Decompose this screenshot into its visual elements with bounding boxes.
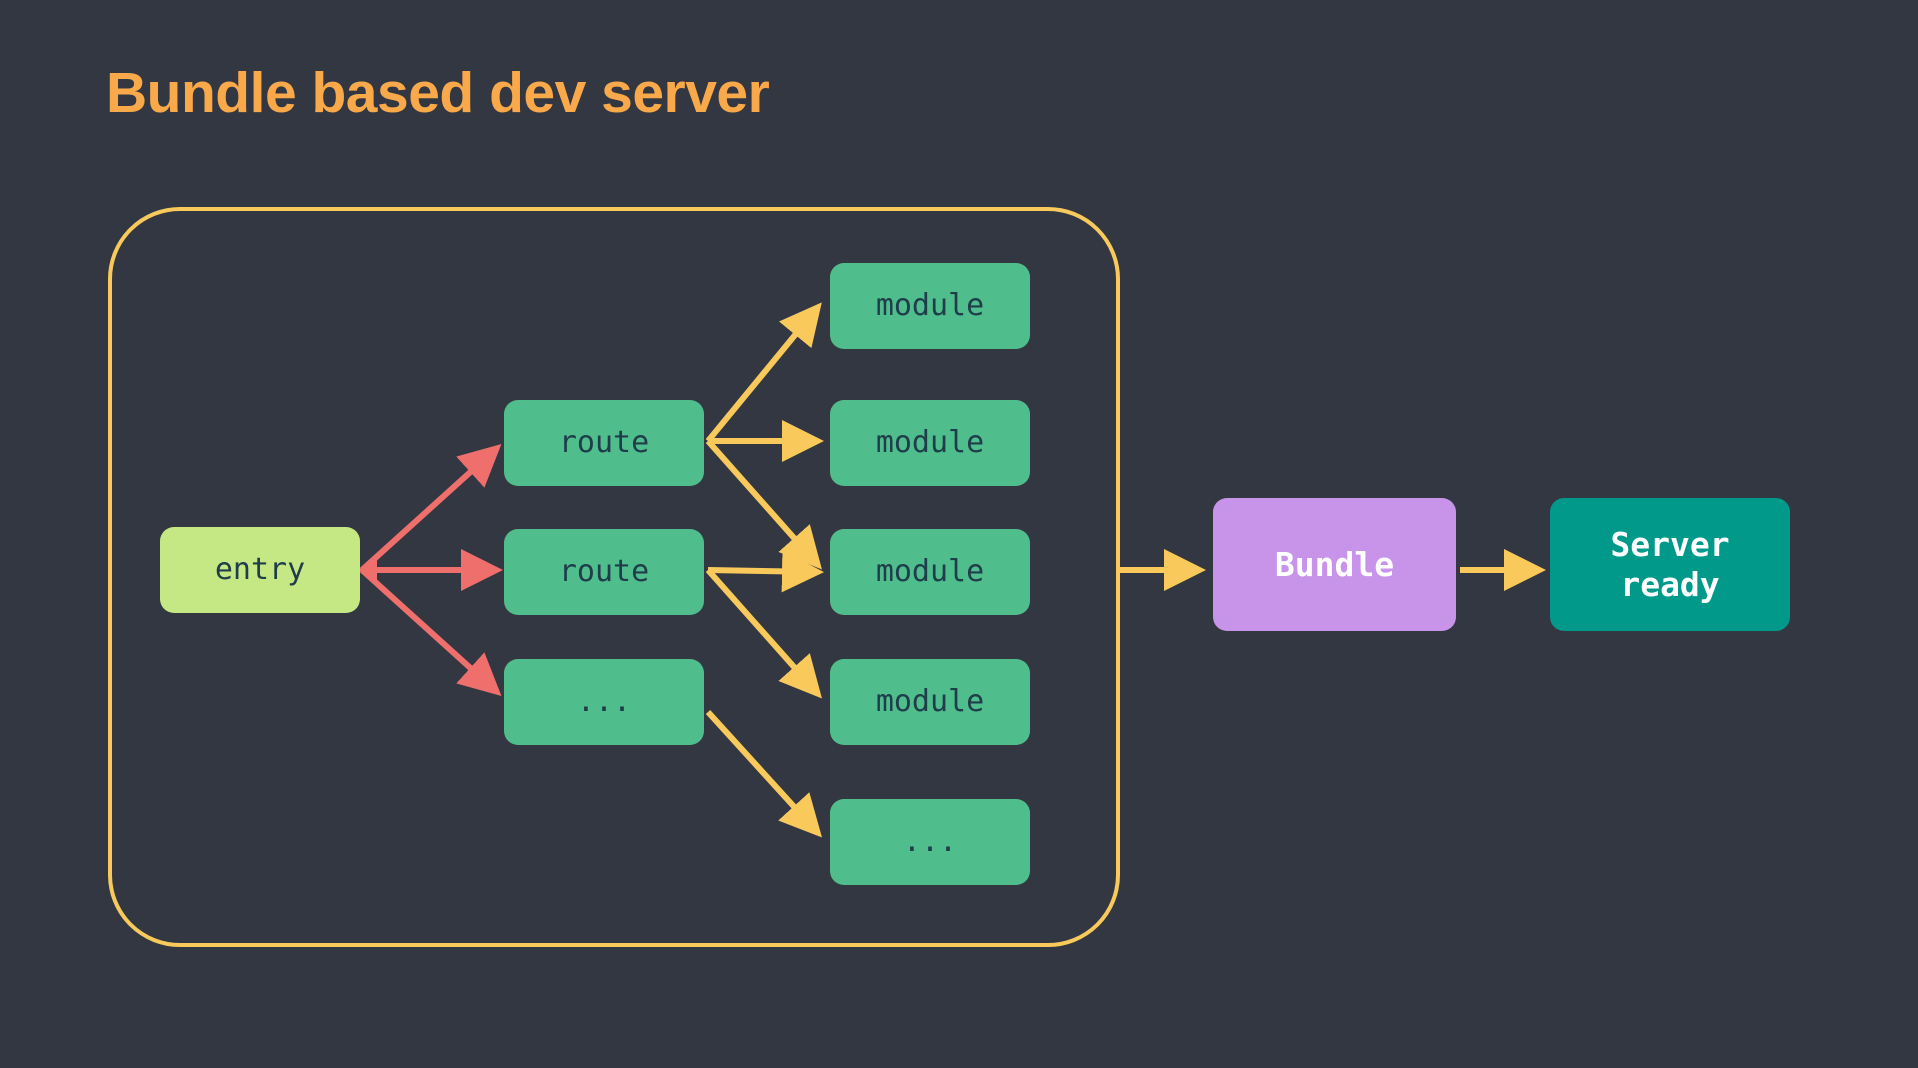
node-module-4[interactable]: module [830,659,1030,745]
node-route-1[interactable]: route [504,400,704,486]
node-module-4-label: module [875,684,985,720]
dev-server-boundary [108,207,1120,947]
node-route-1-label: route [558,425,650,461]
node-server-ready[interactable]: Server ready [1550,498,1790,631]
node-module-ellipsis[interactable]: ... [830,799,1030,885]
node-module-1[interactable]: module [830,263,1030,349]
node-module-ellipsis-label: ... [902,824,958,860]
node-route-ellipsis[interactable]: ... [504,659,704,745]
page-title: Bundle based dev server [106,61,770,125]
node-module-2[interactable]: module [830,400,1030,486]
node-route-2-label: route [558,554,650,590]
node-route-ellipsis-label: ... [576,684,632,720]
node-module-1-label: module [875,288,985,324]
node-bundle-label: Bundle [1274,544,1395,584]
node-module-3-label: module [875,554,985,590]
node-entry-label: entry [214,552,306,588]
node-module-2-label: module [875,425,985,461]
node-entry[interactable]: entry [160,527,360,613]
node-bundle[interactable]: Bundle [1213,498,1456,631]
node-route-2[interactable]: route [504,529,704,615]
node-module-3[interactable]: module [830,529,1030,615]
node-server-ready-label: Server ready [1610,524,1730,604]
